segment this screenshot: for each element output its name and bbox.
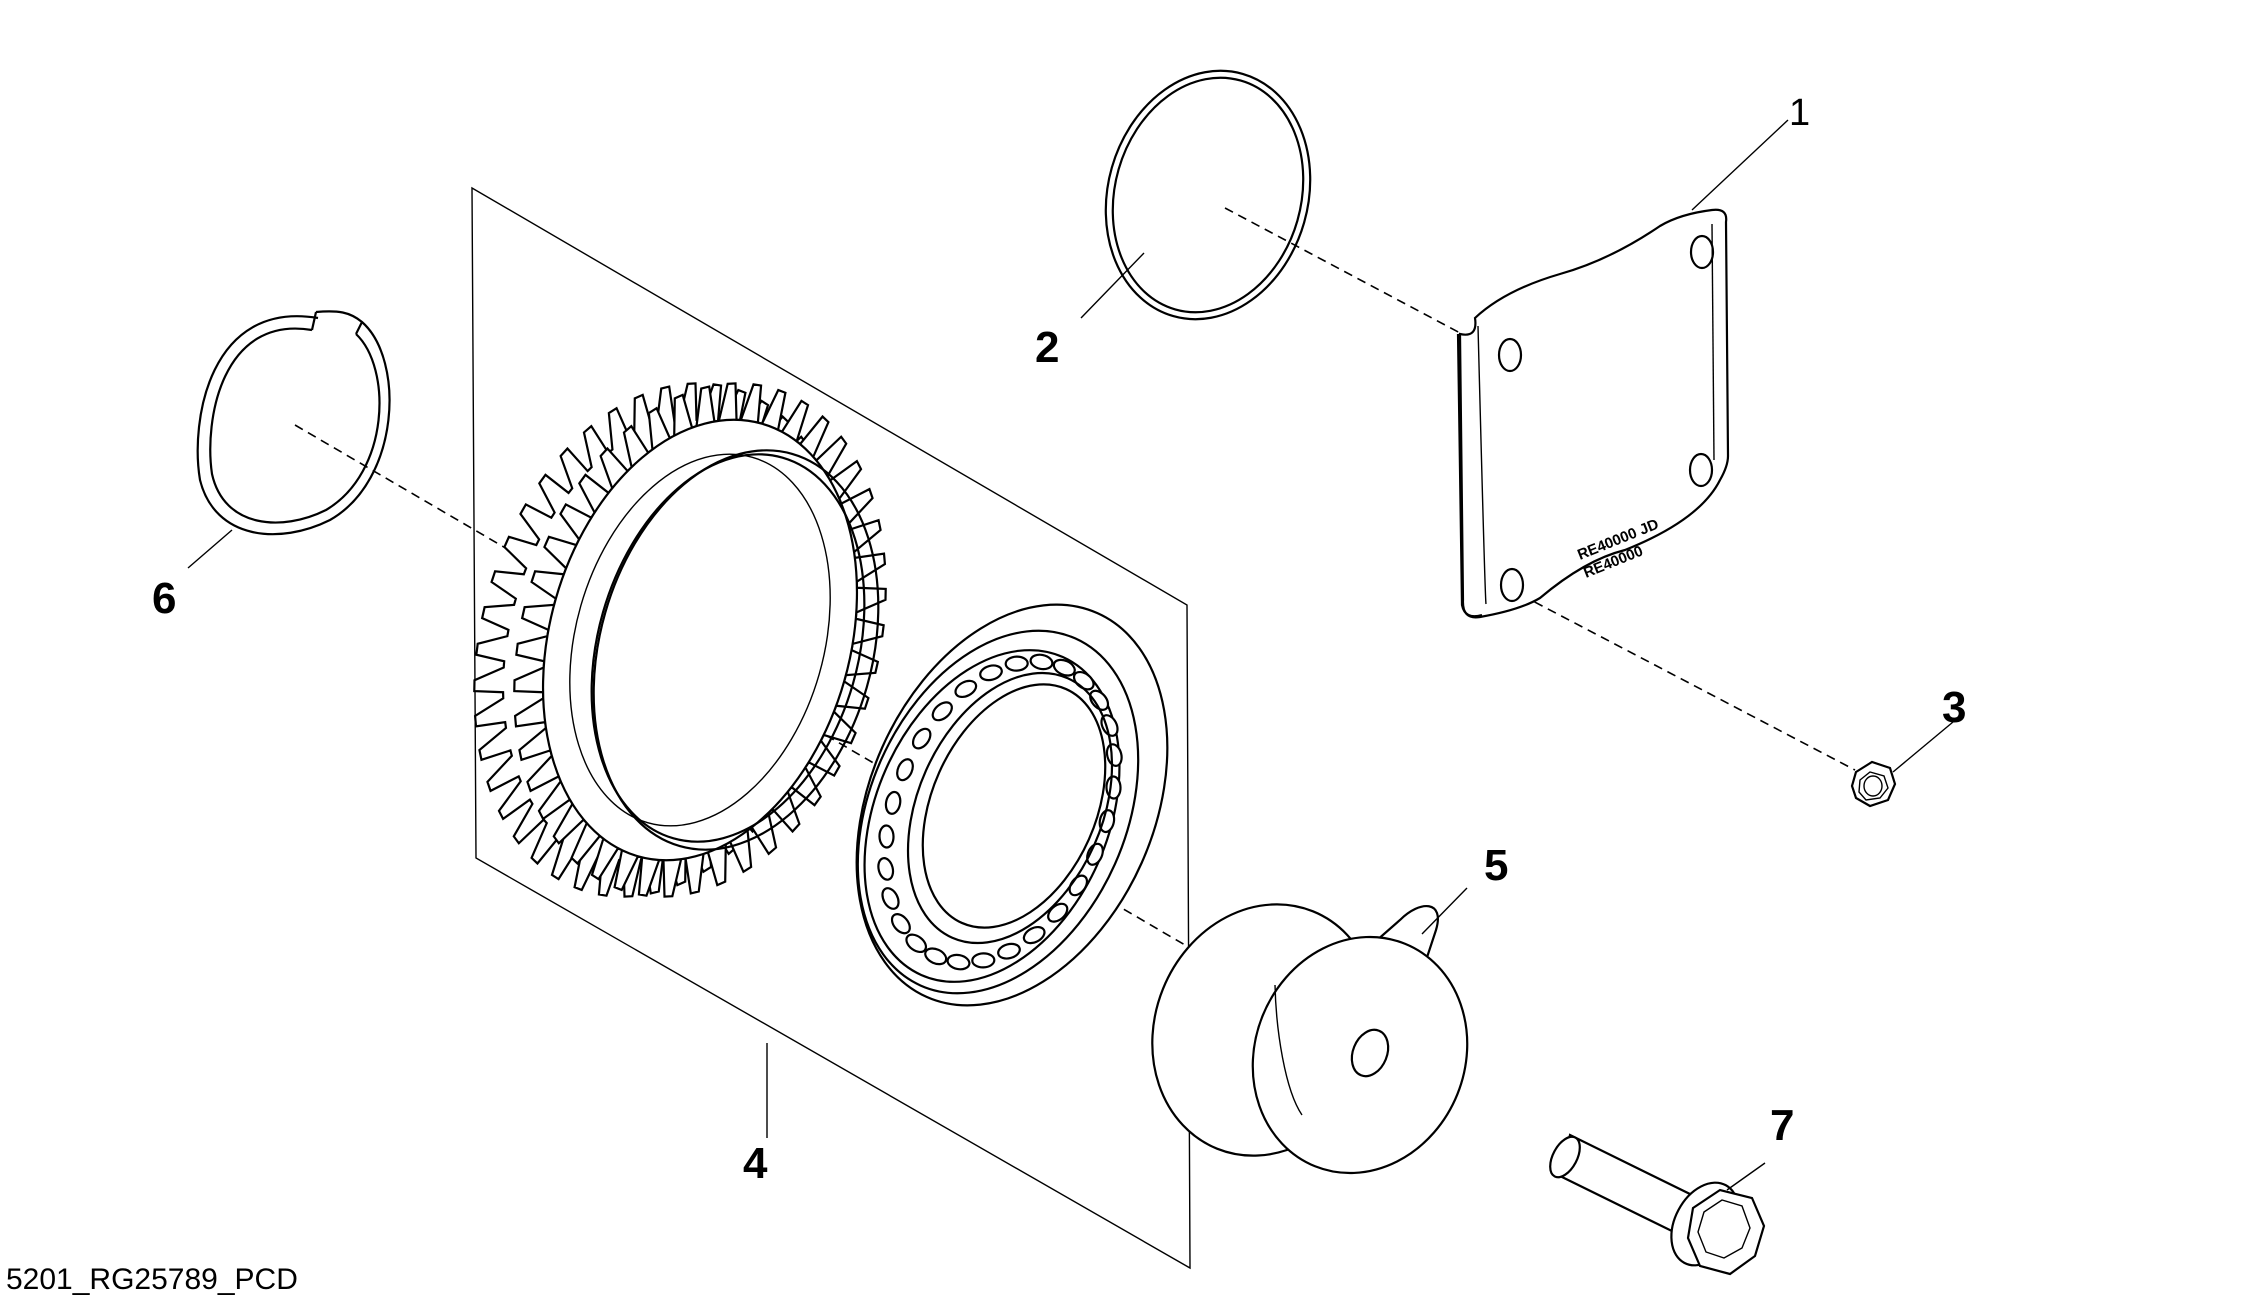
bearing-roller <box>1029 653 1054 671</box>
callout-3: 3 <box>1942 683 1966 732</box>
callout-labels: 1 2 3 4 5 6 7 <box>152 92 1966 1188</box>
callout-5: 5 <box>1484 841 1508 890</box>
bearing-roller <box>997 942 1021 960</box>
bearing-roller <box>946 953 971 971</box>
bearing-roller <box>896 758 914 782</box>
snap-ring-part-6[interactable] <box>196 310 391 536</box>
bearing-roller <box>931 701 953 722</box>
bearing-roller <box>877 857 895 881</box>
callout-7: 7 <box>1770 1101 1794 1150</box>
bearing-roller <box>881 887 900 910</box>
callout-1: 1 <box>1789 92 1810 134</box>
bearing-roller <box>1004 655 1029 672</box>
hex-nut-part-3[interactable] <box>1850 760 1897 808</box>
bearing-roller <box>1089 689 1110 711</box>
bearing-roller <box>884 790 902 815</box>
bearing-roller <box>979 664 1003 682</box>
roller-bearing[interactable] <box>797 555 1227 1054</box>
bearing-roller <box>905 933 928 954</box>
bearing-roller <box>1052 658 1076 677</box>
bearing-roller <box>954 679 978 699</box>
callout-2: 2 <box>1035 323 1059 372</box>
callout-6: 6 <box>152 574 176 623</box>
bearing-roller <box>1086 842 1104 866</box>
bearing-roller <box>911 727 932 750</box>
bearing-roller <box>878 824 895 849</box>
bearing-roller <box>890 913 911 935</box>
spacer-part-5[interactable] <box>1115 870 1502 1205</box>
o-ring-part-2[interactable] <box>1077 46 1339 343</box>
bearing-roller <box>924 947 948 966</box>
cover-plate-part-1[interactable]: RE40000 JD RE40000 <box>1456 208 1730 619</box>
bearing-roller <box>1022 925 1046 945</box>
flange-bolt-part-7[interactable] <box>1544 1132 1766 1277</box>
callout-4: 4 <box>743 1139 768 1188</box>
bearing-roller <box>1098 809 1116 834</box>
leader-lines <box>187 119 1954 1191</box>
figure-id-label: 5201_RG25789_PCD <box>6 1263 298 1296</box>
assembly-frame-part-4 <box>471 186 1191 1270</box>
bearing-roller <box>971 952 996 969</box>
spur-gear[interactable] <box>473 382 923 898</box>
